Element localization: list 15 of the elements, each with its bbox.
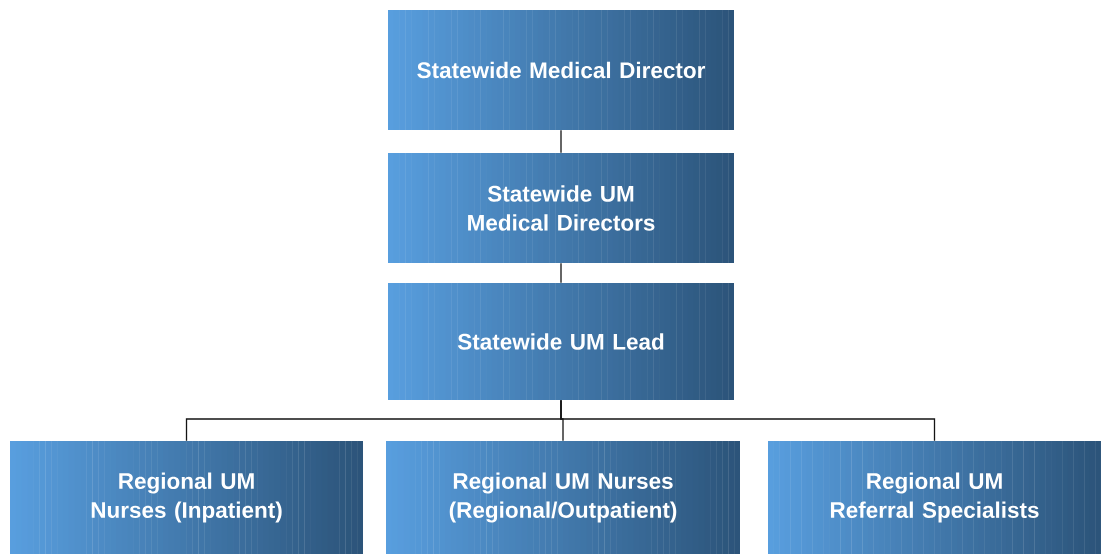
node-label: Statewide UM Lead — [457, 333, 664, 350]
node-label: Regional UM Nurses (Inpatient) — [91, 472, 282, 523]
org-box: Regional UM Referral Specialists — [768, 441, 1101, 554]
node-label: Regional UM Nurses (Regional/Outpatient) — [449, 472, 677, 523]
org-box: Regional UM Nurses (Regional/Outpatient) — [386, 441, 740, 554]
org-box: Statewide UM Lead — [388, 283, 734, 400]
node-label: Regional UM Referral Specialists — [830, 472, 1039, 523]
connector-line — [560, 399, 936, 442]
org-box: Regional UM Nurses (Inpatient) — [10, 441, 363, 554]
node-label: Statewide UM Medical Directors — [468, 185, 655, 231]
org-box: Statewide UM Medical Directors — [388, 153, 734, 263]
org-box: Statewide Medical Director — [388, 10, 734, 130]
node-label: Statewide Medical Director — [417, 61, 706, 79]
connector-line — [560, 129, 562, 154]
connector-line — [560, 262, 562, 284]
